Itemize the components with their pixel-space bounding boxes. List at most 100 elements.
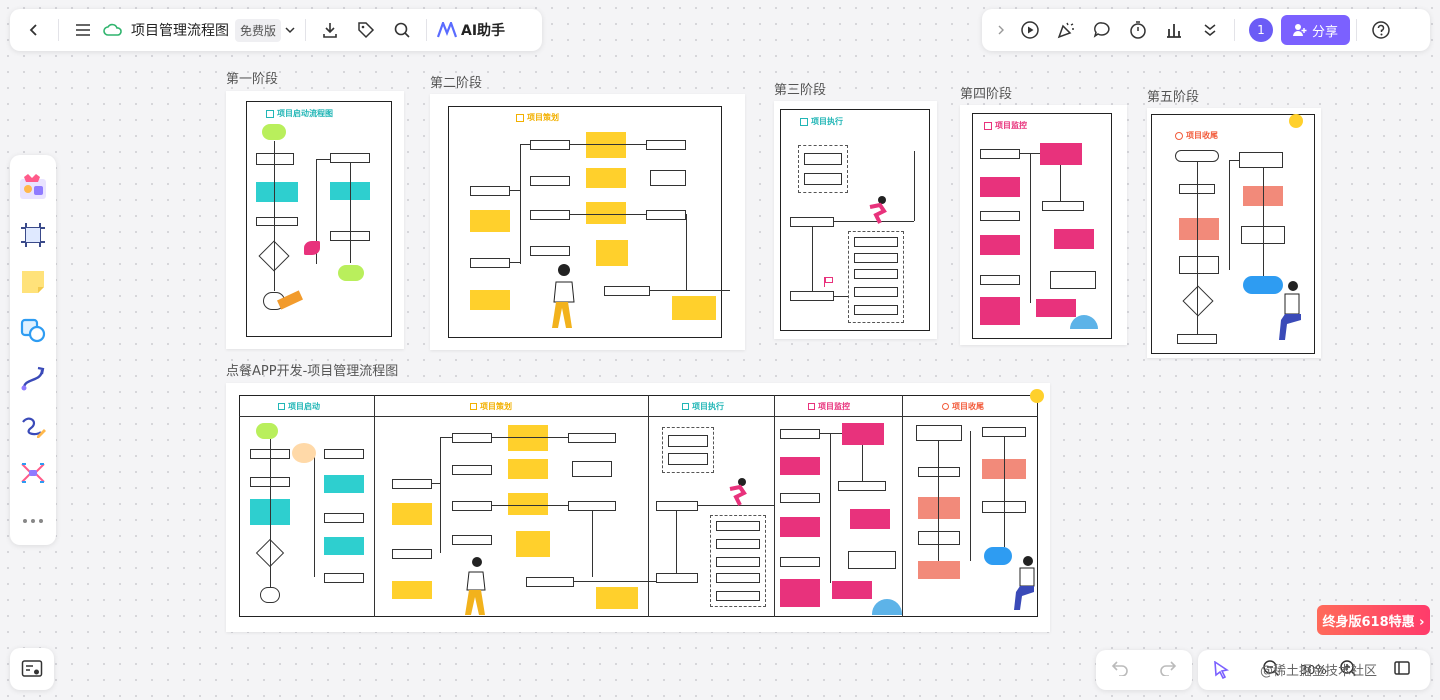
template-icon[interactable] — [15, 163, 51, 211]
fit-screen-icon[interactable] — [1393, 659, 1411, 681]
download-icon[interactable] — [312, 14, 348, 46]
connector — [812, 227, 813, 291]
chevron-left-icon[interactable] — [16, 14, 52, 46]
connector — [676, 511, 677, 573]
party-icon[interactable] — [1048, 14, 1084, 46]
zoom-in-icon[interactable] — [1339, 659, 1357, 681]
chevron-down-icon[interactable] — [281, 14, 299, 46]
ai-assistant-button[interactable]: AI助手 — [437, 20, 505, 40]
plan-badge[interactable]: 免费版 — [235, 18, 282, 42]
flow-box — [604, 286, 650, 296]
flow-box — [838, 481, 886, 491]
timer-icon[interactable] — [1120, 14, 1156, 46]
flow-box — [646, 140, 686, 150]
group-box — [798, 145, 848, 193]
combined-card[interactable]: 项目启动 项目策划 项目执行 项目监控 项目收尾 — [226, 383, 1050, 632]
flow-box — [854, 237, 898, 247]
flow-box — [470, 210, 510, 232]
stage-4-frame — [972, 113, 1112, 339]
end-node — [338, 265, 364, 281]
flow-box — [1050, 271, 1096, 289]
stage-1-title: 项目启动流程图 — [266, 108, 333, 119]
power-icon — [1175, 131, 1183, 140]
stage-label-5: 第五阶段 — [1147, 90, 1200, 105]
stage-5-title: 项目收尾 — [1175, 130, 1218, 141]
globe-illustration — [1070, 315, 1098, 329]
flow-box — [392, 549, 432, 559]
promo-banner[interactable]: 终身版618特惠 › — [1317, 605, 1430, 635]
stage-1-card[interactable]: 项目启动流程图 — [226, 91, 404, 349]
connector — [830, 433, 831, 583]
menu-icon[interactable] — [65, 14, 101, 46]
flow-box — [716, 539, 760, 549]
flow-box — [656, 573, 698, 583]
pen-icon[interactable] — [15, 402, 51, 450]
chevron-right-icon[interactable] — [990, 14, 1012, 46]
flow-box — [790, 291, 834, 301]
stage-5-card[interactable]: 项目收尾 — [1147, 108, 1321, 358]
connector — [440, 437, 452, 438]
flow-box — [668, 435, 708, 447]
mindmap-icon[interactable] — [15, 450, 51, 498]
zoom-out-icon[interactable] — [1262, 659, 1280, 681]
flow-box — [980, 275, 1020, 285]
select-pointer-icon[interactable] — [1206, 661, 1236, 679]
connector — [520, 144, 521, 264]
zoom-level[interactable]: 30% — [1300, 663, 1327, 677]
document-title[interactable]: 项目管理流程图 — [131, 23, 229, 39]
stage-4-card[interactable]: 项目监控 — [960, 105, 1127, 345]
help-icon[interactable] — [1363, 14, 1399, 46]
sticky-note-icon[interactable] — [15, 259, 51, 307]
share-button[interactable]: 分享 — [1281, 15, 1351, 45]
stage-3-card[interactable]: 项目执行 — [774, 101, 937, 339]
ai-assistant-label: AI助手 — [461, 23, 506, 39]
frame-title-icon — [266, 109, 274, 118]
stage-2-card[interactable]: 项目策划 — [430, 94, 745, 350]
globe-illustration — [872, 599, 902, 615]
flow-box — [780, 493, 820, 503]
double-chevron-down-icon[interactable] — [1192, 14, 1228, 46]
group-box — [710, 515, 766, 607]
flow-box — [256, 182, 298, 202]
left-toolbar — [10, 155, 56, 545]
comment-icon[interactable] — [1084, 14, 1120, 46]
shape-icon[interactable] — [15, 306, 51, 354]
flow-box — [716, 521, 760, 531]
connector — [834, 221, 914, 222]
flow-box — [780, 429, 820, 439]
connector — [570, 214, 646, 215]
play-icon[interactable] — [1012, 14, 1048, 46]
divider — [305, 19, 307, 41]
connector — [1229, 160, 1230, 270]
flow-box — [672, 296, 716, 320]
start-node — [1175, 150, 1219, 162]
flow-box — [650, 170, 686, 186]
bar-chart-icon[interactable] — [1156, 14, 1192, 46]
end-node — [1177, 334, 1217, 344]
connector — [592, 511, 593, 577]
minimap-button[interactable] — [10, 648, 54, 690]
stage-5-frame — [1151, 114, 1315, 354]
top-left-toolbar: 项目管理流程图 免费版 AI助手 — [10, 9, 542, 51]
flag-icon — [824, 277, 834, 287]
flow-box — [392, 479, 432, 489]
flow-box — [568, 433, 616, 443]
stage-label-4: 第四阶段 — [960, 87, 1013, 102]
end-node — [1243, 276, 1283, 294]
frame-icon[interactable] — [15, 211, 51, 259]
tag-icon[interactable] — [348, 14, 384, 46]
section-divider — [774, 395, 775, 617]
redo-icon[interactable] — [1159, 660, 1177, 680]
connector-icon[interactable] — [15, 354, 51, 402]
flow-box — [854, 287, 898, 297]
section-title: 项目收尾 — [942, 401, 984, 412]
search-icon[interactable] — [384, 14, 420, 46]
more-icon[interactable] — [15, 497, 51, 545]
flow-box — [646, 210, 686, 220]
flow-box — [596, 240, 628, 266]
flow-box — [516, 531, 550, 557]
collaborator-avatar[interactable]: 1 — [1249, 18, 1273, 42]
flow-box — [918, 497, 960, 519]
undo-icon[interactable] — [1111, 660, 1129, 680]
flow-box — [530, 246, 570, 256]
